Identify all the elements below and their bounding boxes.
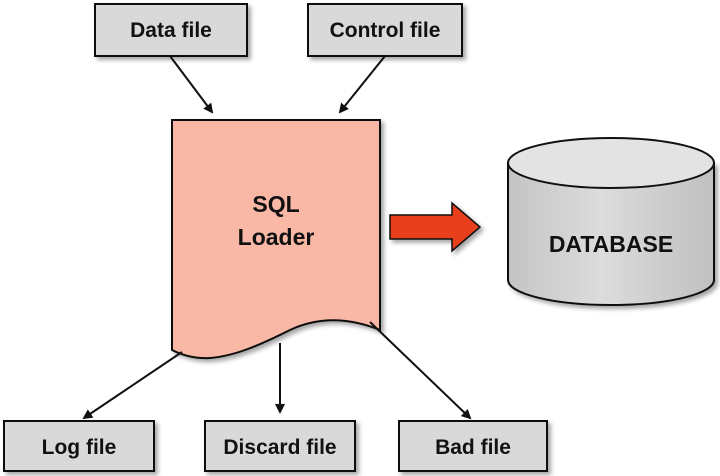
arrow-control-to-loader [338,55,386,114]
data-file-box: Data file [94,3,248,57]
arrow-loader-to-bad [369,321,472,420]
arrow-data-to-loader [169,55,214,114]
log-file-label: Log file [42,436,117,459]
log-file-box: Log file [3,420,155,472]
database-label: DATABASE [549,231,673,257]
bad-file-label: Bad file [435,436,511,459]
control-file-label: Control file [330,19,441,42]
database-cylinder: DATABASE [507,137,715,306]
arrow-loader-to-log [82,351,183,420]
sql-loader-label-line2: Loader [238,224,315,250]
discard-file-label: Discard file [223,436,336,459]
red-arrow-to-database [389,201,482,253]
data-file-label: Data file [130,19,212,42]
control-file-box: Control file [307,3,463,57]
sql-loader-label-line1: SQL [252,191,299,217]
sql-loader-shape: SQL Loader [171,119,381,360]
bad-file-box: Bad file [398,420,548,472]
discard-file-box: Discard file [204,420,356,472]
